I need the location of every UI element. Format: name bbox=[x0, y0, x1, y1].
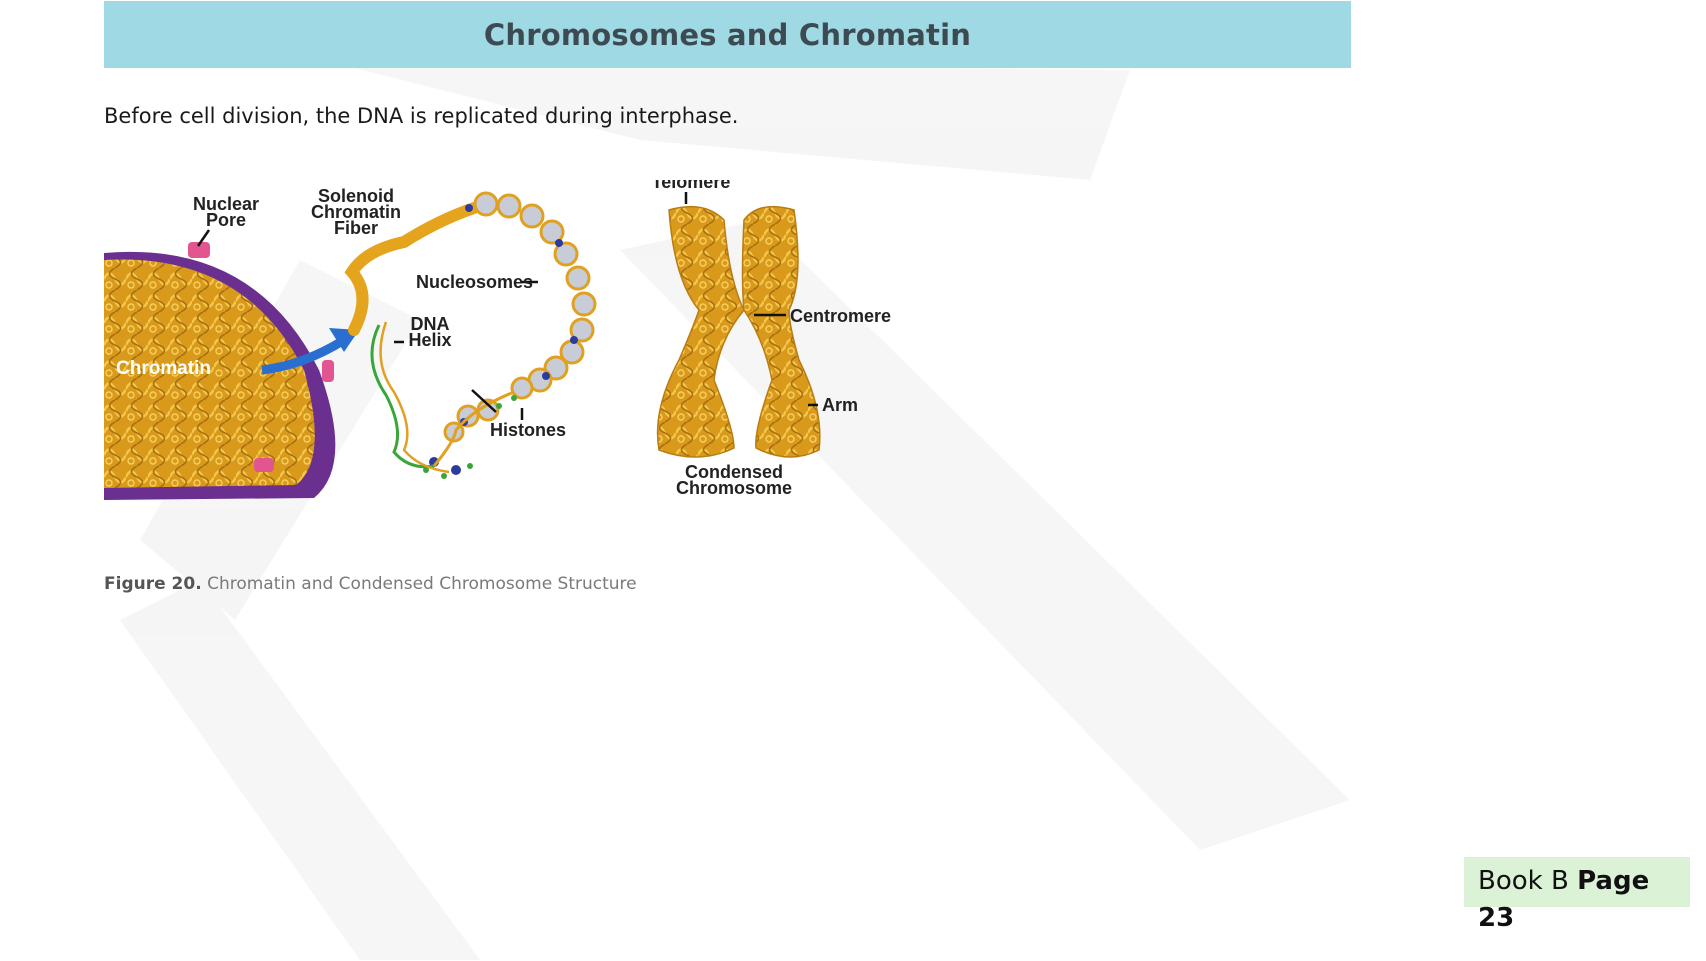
caption-text: Chromatin and Condensed Chromosome Struc… bbox=[207, 574, 637, 594]
nuclear-pore-bottom bbox=[254, 458, 274, 472]
title-banner: Chromosomes and Chromatin bbox=[104, 1, 1351, 68]
label-arm: Arm bbox=[822, 395, 858, 415]
page-title: Chromosomes and Chromatin bbox=[483, 17, 972, 52]
arrow-shaft bbox=[261, 336, 347, 375]
label-nuclear-pore-line1: Nuclear bbox=[193, 194, 259, 214]
caption-number: Figure 20. bbox=[104, 574, 202, 594]
label-condensed-line1: Condensed bbox=[685, 462, 783, 482]
nucleosome-coil bbox=[443, 191, 597, 443]
nuclear-pore-side bbox=[322, 360, 334, 382]
label-centromere: Centromere bbox=[790, 306, 891, 326]
intro-text: Before cell division, the DNA is replica… bbox=[104, 104, 739, 128]
label-dna-line2: Helix bbox=[408, 330, 451, 350]
book-reference-box bbox=[1464, 857, 1690, 907]
figure-caption: Figure 20. Chromatin and Condensed Chrom… bbox=[104, 574, 637, 594]
chromatin-figure: Nuclear Pore Solenoid Chromatin Fiber Te… bbox=[104, 180, 891, 500]
label-nuclear-pore-line2: Pore bbox=[206, 210, 246, 230]
condensed-chromosome bbox=[656, 205, 821, 458]
page-label: Page bbox=[1577, 866, 1650, 896]
book-reference: Book B Page 23 bbox=[1478, 863, 1698, 937]
label-dna-line1: DNA bbox=[411, 314, 450, 334]
label-condensed-line2: Chromosome bbox=[676, 478, 792, 498]
label-solenoid-line1: Solenoid bbox=[318, 186, 394, 206]
solenoid-fiber bbox=[344, 202, 480, 336]
page-number: 23 bbox=[1478, 903, 1515, 933]
label-solenoid-line3: Fiber bbox=[334, 218, 378, 238]
label-nucleosomes: Nucleosomes bbox=[416, 272, 533, 292]
nuclear-pore-top bbox=[188, 242, 210, 258]
label-telomere: Telomere bbox=[652, 180, 731, 192]
label-chromatin: Chromatin bbox=[116, 358, 211, 379]
book-name: Book B bbox=[1478, 866, 1569, 896]
dna-helix bbox=[370, 324, 435, 469]
label-solenoid-line2: Chromatin bbox=[311, 202, 401, 222]
nucleus-illustration bbox=[104, 242, 336, 500]
label-histones: Histones bbox=[490, 420, 566, 440]
